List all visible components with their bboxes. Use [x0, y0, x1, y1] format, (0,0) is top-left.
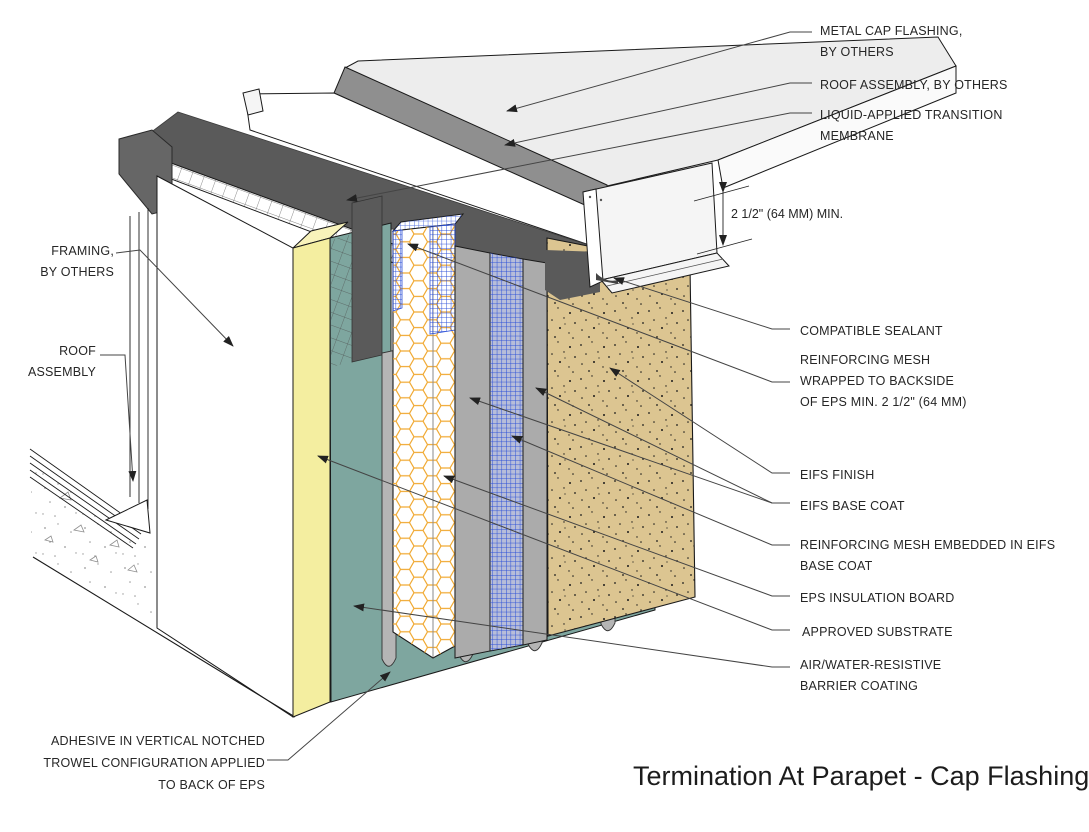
- under-cap-shadow: [545, 250, 600, 300]
- dimension-label: 2 1/2" (64 MM) MIN.: [731, 207, 844, 221]
- callout-adhesive: ADHESIVE IN VERTICAL NOTCHED TROWEL CONF…: [43, 734, 265, 792]
- callout-eifs-finish: EIFS FINISH: [800, 468, 875, 482]
- callout-framing: FRAMING, BY OTHERS: [40, 244, 114, 279]
- leader-metal-cap: [506, 31, 812, 113]
- leader-sealant: [613, 277, 790, 330]
- concrete-roof-deck: [31, 462, 155, 622]
- membrane-lap-strip: [351, 195, 383, 363]
- reinforcing-mesh-layer: [489, 252, 524, 652]
- leader-adhesive: [267, 671, 391, 761]
- callout-air-water-barrier: AIR/WATER-RESISTIVE BARRIER COATING: [800, 658, 942, 693]
- framing-lines: [129, 208, 149, 509]
- leader-base-coat-inner: [469, 397, 773, 504]
- leader-lines: [100, 31, 812, 761]
- dimension-2-5in: [693, 182, 753, 255]
- drawing-title: Termination At Parapet - Cap Flashing: [633, 761, 1089, 791]
- leader-approved-substrate: [317, 455, 790, 631]
- callout-approved-substrate: APPROVED SUBSTRATE: [802, 625, 953, 639]
- leader-mesh-wrapped: [407, 243, 790, 383]
- roof-edge-end-face: [242, 88, 264, 116]
- leader-eps-board: [443, 475, 790, 597]
- mesh-wrap-back: [392, 229, 403, 312]
- approved-substrate-layer: [292, 221, 349, 718]
- cant-strip: [104, 499, 151, 534]
- eifs-base-coat-inner: [454, 245, 491, 659]
- callout-metal-cap-flashing: METAL CAP FLASHING, BY OTHERS: [820, 24, 963, 59]
- callout-roof-assembly-right: ROOF ASSEMBLY, BY OTHERS: [820, 78, 1008, 92]
- leader-eifs-finish: [609, 367, 790, 474]
- callout-mesh-wrapped: REINFORCING MESH WRAPPED TO BACKSIDE OF …: [800, 353, 967, 409]
- leader-air-water-barrier: [353, 603, 790, 668]
- bottom-cut-line: [32, 556, 296, 718]
- sealant-bead: [596, 273, 618, 284]
- inner-wall-face: [156, 175, 294, 718]
- leader-framing: [115, 249, 234, 347]
- callout-transition-membrane: LIQUID-APPLIED TRANSITION MEMBRANE: [820, 108, 1003, 143]
- mesh-wrap-front: [429, 223, 456, 335]
- leader-transition-membrane: [346, 112, 812, 202]
- leader-roof-assembly-left: [100, 354, 137, 482]
- leader-roof-assembly-right: [504, 82, 812, 147]
- eifs-base-coat-outer: [522, 258, 548, 646]
- mesh-on-barrier: [331, 234, 352, 367]
- callout-eps-insulation-board: EPS INSULATION BOARD: [800, 591, 955, 605]
- callout-eifs-base-coat: EIFS BASE COAT: [800, 499, 905, 513]
- cap-drip-edge: [600, 252, 730, 294]
- cap-flashing-fascia-group: [545, 162, 730, 300]
- concrete-aggregate: [44, 491, 138, 573]
- callout-mesh-embedded: REINFORCING MESH EMBEDDED IN EIFS BASE C…: [800, 538, 1056, 573]
- eps-insulation-board-layer: [391, 213, 465, 659]
- metal-cap-front-face: [717, 65, 957, 189]
- leader-mesh-embedded: [511, 435, 790, 546]
- callout-compatible-sealant: COMPATIBLE SEALANT: [800, 324, 943, 338]
- callout-roof-assembly-left: ROOF ASSEMBLY: [27, 344, 96, 379]
- roof-and-cap-group: [242, 36, 957, 253]
